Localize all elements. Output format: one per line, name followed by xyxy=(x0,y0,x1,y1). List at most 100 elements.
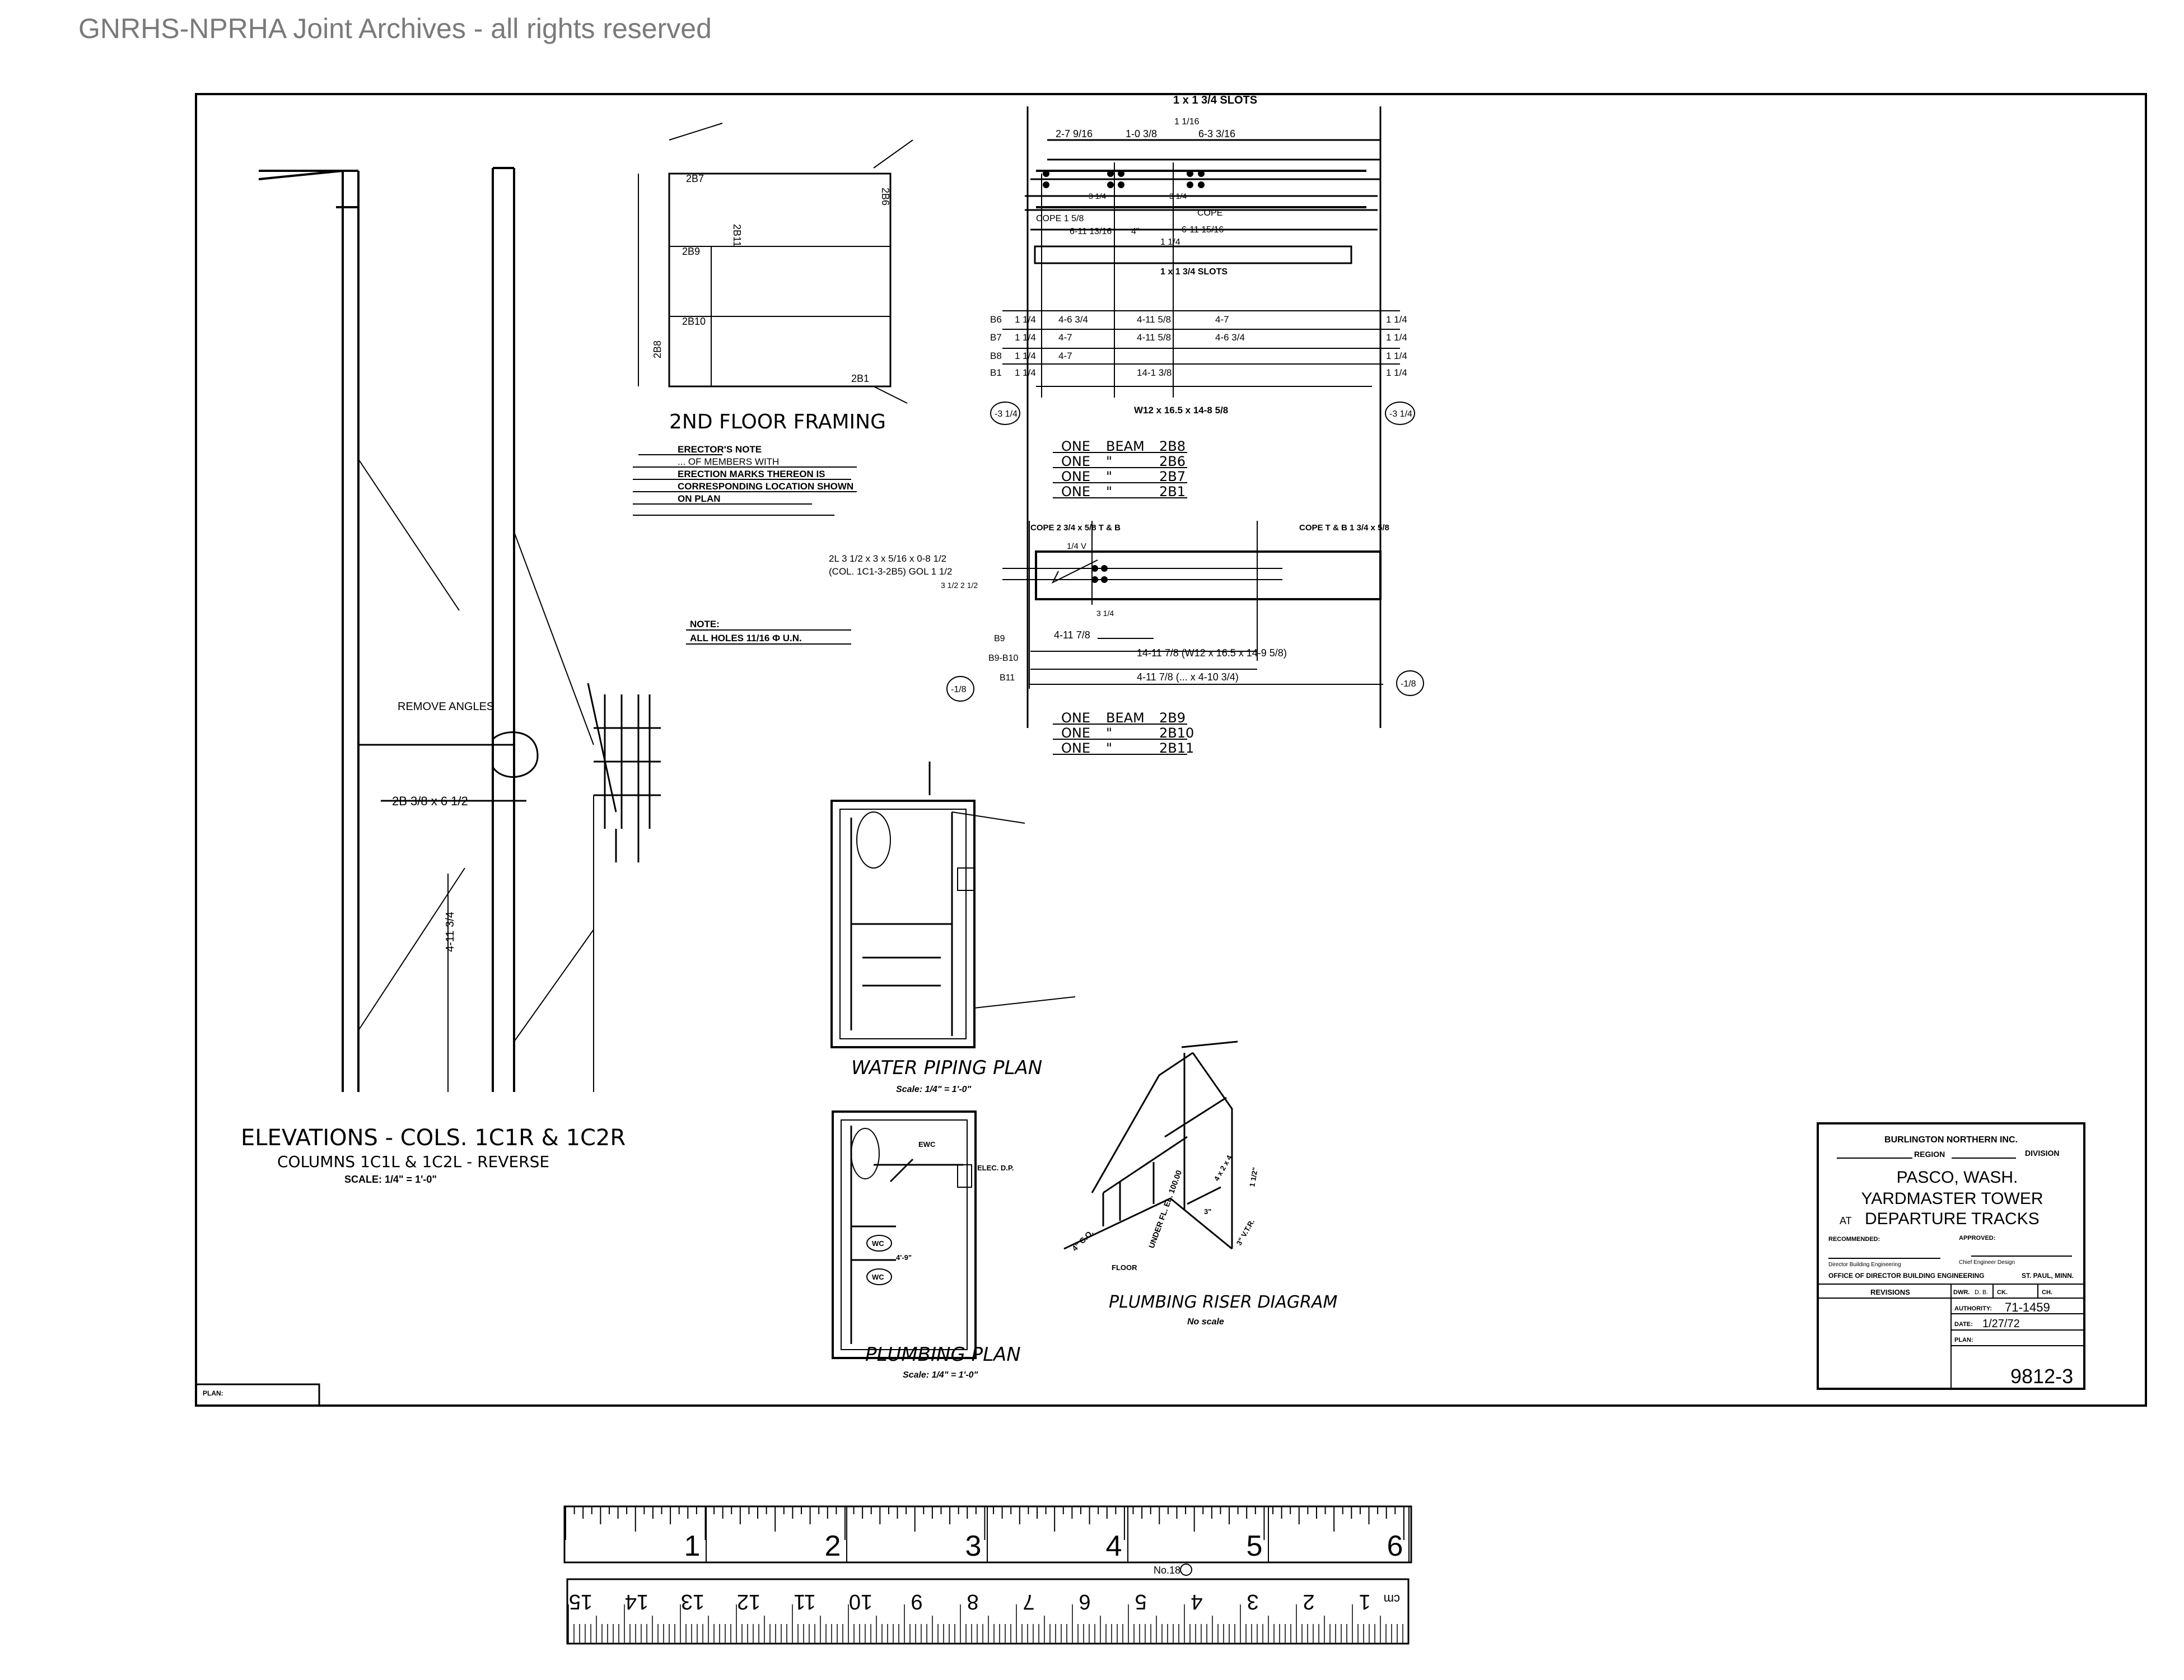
revisions-label: REVISIONS xyxy=(1870,1288,1910,1296)
cm-label: 9 xyxy=(911,1590,922,1613)
riser-label: 3" xyxy=(1204,1207,1211,1216)
weld-symbol: 1/4 V xyxy=(1067,542,1086,551)
plumbing-plan-scale: Scale: 1/4" = 1'-0" xyxy=(903,1370,978,1380)
signature-title: Chief Engineer Design xyxy=(1959,1259,2015,1266)
beam-list-qty: ONE xyxy=(1061,469,1090,484)
fixture-label: EWC xyxy=(918,1140,936,1149)
beam-list-desc: " xyxy=(1106,740,1112,756)
cm-label: 5 xyxy=(1135,1590,1146,1613)
elevations-title: ELEVATIONS - COLS. 1C1R & 1C2R xyxy=(241,1125,626,1151)
beam-list-mark: 2B7 xyxy=(1159,469,1186,484)
plan-box: PLAN: xyxy=(195,1383,320,1407)
dimension-label: 14-11 7/8 (W12 x 16.5 x 14-9 5/8) xyxy=(1137,647,1287,659)
dimension-label: 4'-9" xyxy=(896,1253,912,1262)
column-elevations: REMOVE ANGLES 2B 3/8 x 6 1/2 4-11 3/4 EL… xyxy=(241,167,661,1185)
erector-note-title: ERECTOR'S NOTE xyxy=(678,444,762,455)
dimension-label: 1 1/4 xyxy=(1386,351,1407,361)
water-piping-scale: Scale: 1/4" = 1'-0" xyxy=(896,1085,972,1094)
water-piping-title: WATER PIPING PLAN xyxy=(851,1057,1042,1079)
elevations-scale: SCALE: 1/4" = 1'-0" xyxy=(344,1174,437,1185)
division-label: DIVISION xyxy=(2025,1149,2059,1158)
archive-watermark: GNRHS-NPRHA Joint Archives - all rights … xyxy=(78,13,712,44)
beam-list-desc: BEAM xyxy=(1106,438,1145,454)
approved-label: APPROVED: xyxy=(1959,1235,1995,1242)
dimension-label: 1 1/4 xyxy=(1015,332,1036,343)
office-label: OFFICE OF DIRECTOR BUILDING ENGINEERING xyxy=(1828,1272,1984,1280)
beam-label: 2B9 xyxy=(682,246,700,257)
sheet-border xyxy=(195,93,2147,1407)
overall-dimension: W12 x 16.5 x 14-8 5/8 xyxy=(1134,405,1228,416)
connection-note: 3 1/2 2 1/2 xyxy=(941,581,978,590)
dimension-label: 6-11 15/16 xyxy=(1182,225,1224,235)
authority-number: 71-1459 xyxy=(2005,1300,2050,1314)
dimension-label: 1 1/4 xyxy=(1015,351,1036,361)
riser-label: 3" V.T.R. xyxy=(1235,1218,1257,1247)
erector-note-line: ERECTION MARKS THEREON IS xyxy=(678,469,825,479)
drawing-date: 1/27/72 xyxy=(1982,1318,2020,1330)
dimension-label: 4-7 xyxy=(1058,351,1072,361)
holes-note: NOTE: ALL HOLES 11/16 Φ U.N. xyxy=(686,619,851,645)
dimension-label: 3 1/4 xyxy=(1169,192,1187,200)
water-piping-plan: WATER PIPING PLAN Scale: 1/4" = 1'-0" xyxy=(830,762,1076,1094)
cm-label: 2 xyxy=(1303,1590,1314,1613)
dimension-label: COPE 1 5/8 xyxy=(1036,214,1084,223)
beam-list-mark: 2B1 xyxy=(1159,484,1186,500)
checked-label: CK. xyxy=(1997,1289,2008,1296)
dimension-label: 4-11 7/8 (... x 4-10 3/4) xyxy=(1137,671,1239,683)
dimension-label: 6-3 3/16 xyxy=(1198,128,1235,139)
cm-label: 7 xyxy=(1023,1590,1034,1613)
note-title: NOTE: xyxy=(690,619,720,629)
dimension-label: 4-11 5/8 xyxy=(1137,314,1171,325)
inch-label: 2 xyxy=(825,1530,841,1562)
dimension-label: 4-11 5/8 xyxy=(1137,332,1171,343)
company-name: BURLINGTON NORTHERN INC. xyxy=(1884,1135,2018,1145)
riser-label: 4" C.O. xyxy=(1070,1228,1095,1253)
cm-label: 12 xyxy=(737,1590,760,1613)
end-mark: -1/8 xyxy=(1401,679,1416,689)
elevations-subtitle: COLUMNS 1C1L & 1C2L - REVERSE xyxy=(277,1152,549,1171)
riser-title: PLUMBING RISER DIAGRAM xyxy=(1109,1292,1337,1312)
beam-label: 2B1 xyxy=(851,373,869,384)
erector-note-line: ON PLAN xyxy=(678,493,721,504)
fixture-label: WC xyxy=(872,1273,884,1281)
row-mark: B7 xyxy=(990,332,1002,343)
beam-list-desc: " xyxy=(1106,469,1112,484)
dimension-label: 14-1 3/8 xyxy=(1137,367,1172,378)
dimension-label: 4-7 xyxy=(1058,332,1072,343)
riser-label: FLOOR xyxy=(1112,1263,1137,1272)
erector-note-line: ... OF MEMBERS WITH xyxy=(678,456,779,467)
inch-label: 5 xyxy=(1247,1530,1263,1562)
maker-logo-icon xyxy=(1180,1564,1192,1576)
dimension-label: 1 x 1 3/4 SLOTS xyxy=(1173,94,1257,106)
floor-framing-plan: 2B7 2B11 2B9 2B10 2B8 2B6 2B1 2ND FLOOR … xyxy=(633,123,913,516)
inch-label: 6 xyxy=(1387,1530,1403,1562)
end-mark: -3 1/4 xyxy=(1389,409,1412,419)
connection-note: 2L 3 1/2 x 3 x 5/16 x 0-8 1/2 xyxy=(829,553,946,564)
connection-note: (COL. 1C1-3-2B5) GOL 1 1/2 xyxy=(829,566,952,577)
fixture-label: ELEC. D.P. xyxy=(977,1164,1014,1172)
beam-label: 2B7 xyxy=(686,173,704,184)
cm-label: 13 xyxy=(681,1590,704,1613)
cm-label: 15 xyxy=(569,1590,592,1613)
ruler-maker: No.18 xyxy=(1154,1565,1180,1576)
cm-label: 4 xyxy=(1191,1590,1202,1613)
dimension-label: 1 1/16 xyxy=(1174,117,1200,127)
authority-label: AUTHORITY: xyxy=(1954,1305,1992,1312)
plan-label: PLAN: xyxy=(1954,1337,1973,1343)
end-mark: -1/8 xyxy=(951,685,967,694)
beam-list-mark: 2B9 xyxy=(1159,710,1186,726)
dimension-label: 1 1/4 xyxy=(1160,237,1180,247)
beam-label: 2B6 xyxy=(880,188,891,206)
floor-framing-title: 2ND FLOOR FRAMING xyxy=(669,410,886,433)
signature-title: Director Building Engineering xyxy=(1828,1262,1901,1268)
beam-list-mark: 2B8 xyxy=(1159,438,1186,454)
beam-list-desc: " xyxy=(1106,725,1112,741)
elevation-label: 4-11 3/4 xyxy=(444,912,456,952)
inch-label: 4 xyxy=(1106,1530,1122,1562)
riser-label: 1 1/2" xyxy=(1248,1166,1259,1187)
project-subtitle: DEPARTURE TRACKS xyxy=(1865,1210,2040,1228)
project-title: YARDMASTER TOWER xyxy=(1861,1189,2043,1208)
